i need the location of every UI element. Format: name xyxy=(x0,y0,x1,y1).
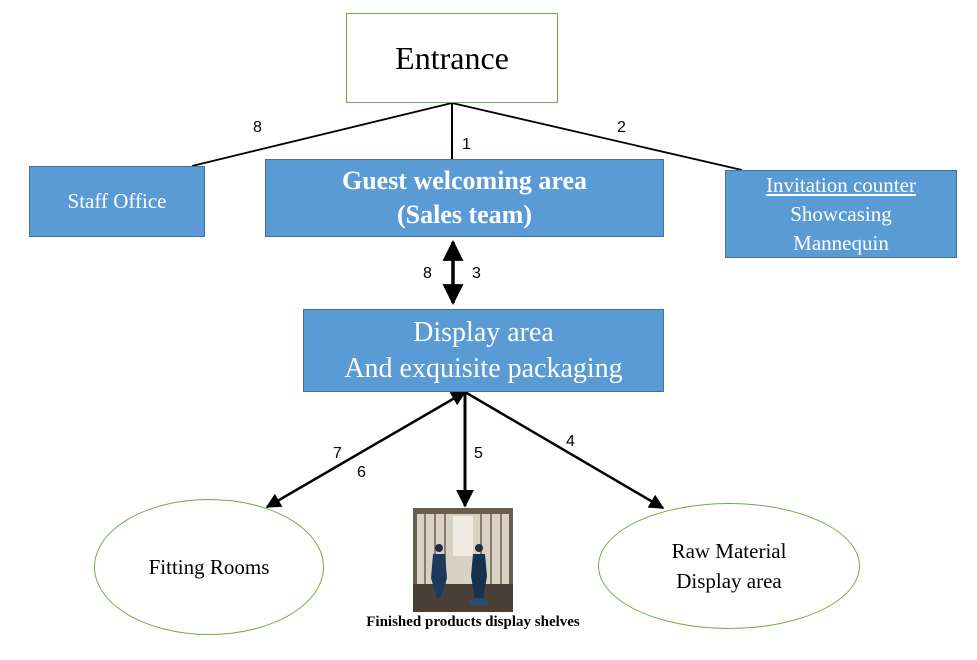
edge-entrance-staff xyxy=(191,102,453,167)
raw-material-line2: Display area xyxy=(676,569,782,593)
display-line1: Display area xyxy=(413,316,554,348)
edge-label-display-fitting-b: 6 xyxy=(357,464,366,481)
edge-label-display-raw: 4 xyxy=(566,433,575,450)
edge-label-display-shelves: 5 xyxy=(474,445,483,462)
edge-label-guest-display-down: 3 xyxy=(472,265,481,282)
edge-label-entrance-staff: 8 xyxy=(253,119,262,136)
shelves-caption: Finished products display shelves xyxy=(366,614,580,630)
raw-material-line1: Raw Material xyxy=(671,539,787,563)
entrance-label: Entrance xyxy=(395,39,509,76)
invitation-line3: Mannequin xyxy=(793,230,889,255)
staff-office-label: Staff Office xyxy=(67,189,167,213)
edge-label-display-fitting-a: 7 xyxy=(333,445,342,462)
edge-display-raw xyxy=(464,390,665,510)
edge-display-fitting xyxy=(265,390,467,509)
invitation-counter-box: Invitation counter Showcasing Mannequin xyxy=(725,170,957,258)
edge-entrance-invitation xyxy=(451,102,743,171)
display-line2: And exquisite packaging xyxy=(344,352,623,384)
edge-label-entrance-guest: 1 xyxy=(462,136,471,153)
guest-welcoming-line2: (Sales team) xyxy=(396,200,532,229)
fitting-rooms-label: Fitting Rooms xyxy=(148,554,270,579)
raw-material-ellipse: Raw Material Display area xyxy=(598,503,860,629)
display-area-box: Display area And exquisite packaging xyxy=(303,309,664,392)
entrance-box: Entrance xyxy=(346,13,558,103)
fitting-rooms-ellipse: Fitting Rooms xyxy=(94,499,324,635)
guest-welcoming-box: Guest welcoming area (Sales team) xyxy=(265,159,664,237)
edge-label-entrance-invitation: 2 xyxy=(617,119,626,136)
guest-welcoming-line1: Guest welcoming area xyxy=(341,166,588,195)
invitation-line1: Invitation counter xyxy=(766,172,916,197)
invitation-line2: Showcasing xyxy=(790,201,892,226)
staff-office-box: Staff Office xyxy=(29,166,205,237)
edge-label-guest-display-up: 8 xyxy=(423,265,432,282)
shelves-image xyxy=(413,508,513,612)
